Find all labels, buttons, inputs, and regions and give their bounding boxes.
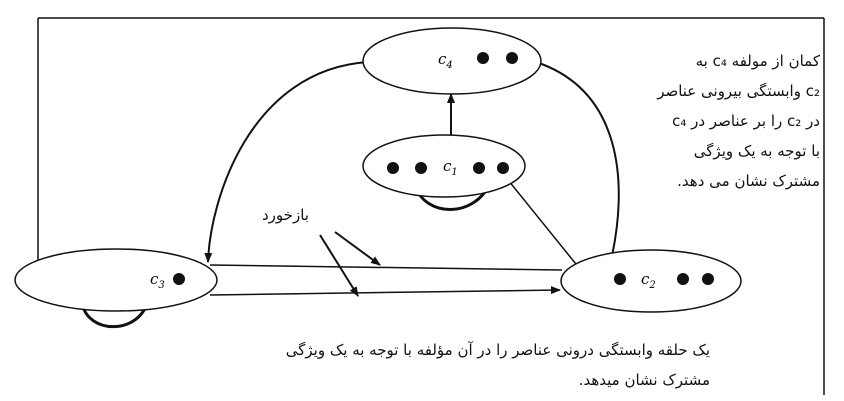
note-top-line: با توجه به یک ویژگی <box>693 142 820 160</box>
element-dot <box>614 273 626 285</box>
node-c4-ellipse <box>362 27 542 95</box>
element-dot <box>506 52 518 64</box>
note-top-line: در c₂ را بر عناصر در c₄ <box>672 112 820 130</box>
arc-c3-c2-upper <box>209 264 563 271</box>
note-top-line: مشترک نشان می دهد. <box>677 172 820 190</box>
note-top-line: c₂ وابستگی بیرونی عناصر <box>657 82 820 100</box>
node-c3-ellipse <box>14 248 218 312</box>
note-bottom-line: مشترک نشان میدهد. <box>578 371 710 389</box>
note-top: کمان از مولفه c₄ به c₂ وابستگی بیرونی عن… <box>610 46 820 196</box>
node-c2-label: c2 <box>641 270 656 291</box>
node-c1 <box>362 134 526 198</box>
arc-c4-to-c3 <box>204 61 369 263</box>
node-c4-label: c4 <box>438 50 453 71</box>
element-dot <box>477 52 489 64</box>
feedback-arrow-2 <box>319 234 359 297</box>
note-bottom-line: یک حلقه وابستگی درونی عناصر را در آن مؤل… <box>285 341 710 359</box>
element-dot <box>173 273 185 285</box>
element-dot <box>702 273 714 285</box>
note-bottom: یک حلقه وابستگی درونی عناصر را در آن مؤل… <box>70 335 710 395</box>
arc-c4-to-c2 <box>535 61 620 266</box>
arc-c3-to-c2-lower <box>209 286 561 296</box>
element-dot <box>677 273 689 285</box>
node-c3 <box>14 248 218 312</box>
element-dot <box>473 162 485 174</box>
feedback-arrow-1 <box>334 231 381 266</box>
node-c4 <box>362 27 542 95</box>
node-c2-ellipse <box>560 249 742 313</box>
element-dot <box>415 162 427 174</box>
node-c1-ellipse <box>362 134 526 198</box>
element-dot <box>387 162 399 174</box>
node-c1-label: c1 <box>443 157 458 178</box>
node-c2 <box>560 249 742 313</box>
note-top-line: کمان از مولفه c₄ به <box>695 52 820 70</box>
element-dot <box>497 162 509 174</box>
node-c3-label: c3 <box>150 270 165 291</box>
feedback-label: بازخورد <box>262 206 309 224</box>
